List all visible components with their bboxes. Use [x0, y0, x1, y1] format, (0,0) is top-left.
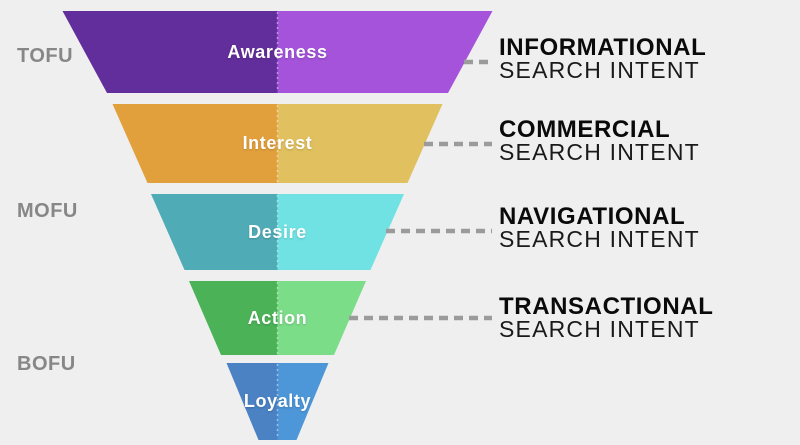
intent-block-transactional: TRANSACTIONAL SEARCH INTENT — [499, 295, 713, 341]
intent-subtitle: SEARCH INTENT — [499, 57, 700, 83]
funnel-tier-label-bofu: BOFU — [17, 353, 76, 375]
intent-block-navigational: NAVIGATIONAL SEARCH INTENT — [499, 205, 700, 251]
funnel-stage-label-desire: Desire — [248, 222, 307, 242]
funnel-stage-label-awareness: Awareness — [227, 42, 328, 62]
intent-subtitle: SEARCH INTENT — [499, 316, 700, 342]
intent-title: NAVIGATIONAL — [499, 203, 686, 230]
funnel-segment-action-left — [189, 281, 278, 355]
funnel-tier-label-mofu: MOFU — [17, 200, 78, 222]
funnel-segment-desire-left — [151, 194, 278, 270]
funnel-tier-label-tofu: TOFU — [17, 45, 74, 67]
intent-title: INFORMATIONAL — [499, 34, 707, 61]
funnel-segment-loyalty-left — [226, 363, 278, 440]
funnel-segment-action-right — [277, 281, 366, 355]
intent-title: COMMERCIAL — [499, 116, 671, 143]
intent-block-informational: INFORMATIONAL SEARCH INTENT — [499, 36, 706, 82]
funnel-segment-awareness-left — [62, 11, 278, 93]
funnel-segment-awareness-right — [277, 11, 493, 93]
funnel-segment-interest-right — [277, 104, 443, 183]
funnel-segment-interest-left — [112, 104, 278, 183]
intent-title: TRANSACTIONAL — [499, 293, 714, 320]
intent-subtitle: SEARCH INTENT — [499, 139, 700, 165]
funnel-segment-desire-right — [277, 194, 404, 270]
intent-block-commercial: COMMERCIAL SEARCH INTENT — [499, 118, 700, 164]
funnel-stage-label-action: Action — [247, 308, 308, 328]
intent-subtitle: SEARCH INTENT — [499, 226, 700, 252]
funnel-stage-label-interest: Interest — [242, 133, 313, 153]
funnel-stage-label-loyalty: Loyalty — [243, 391, 312, 411]
funnel-segment-loyalty-right — [277, 363, 329, 440]
